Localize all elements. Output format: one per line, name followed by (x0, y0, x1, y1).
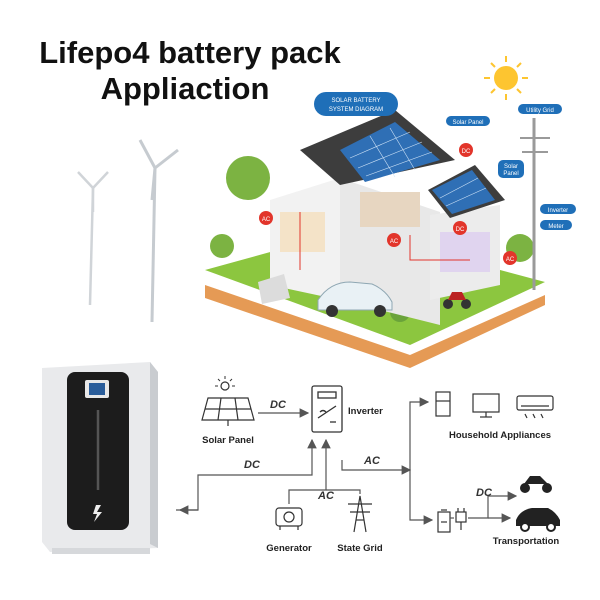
wind-turbine-icon (77, 171, 109, 306)
label-household-appliances: Household Appliances (449, 430, 551, 441)
callout-solar-panel: Solar Panel (446, 116, 490, 126)
air-conditioner-icon (516, 395, 554, 419)
solar-panel-icon (201, 376, 255, 426)
badge-line-2: SYSTEM DIAGRAM (329, 107, 383, 113)
diagram-badge: SOLAR BATTERY SYSTEM DIAGRAM (314, 92, 398, 116)
callout-meter: Meter (540, 220, 572, 230)
callout-utility-grid: Utility Grid (518, 104, 562, 114)
svg-text:Meter: Meter (548, 224, 563, 230)
car-icon (516, 508, 560, 532)
charging-plug-icon (455, 508, 467, 530)
lightning-logo-icon (93, 505, 102, 522)
callout-ac-right: AC (503, 251, 517, 265)
page-title-line-1: Lifepo4 battery pack (39, 35, 341, 70)
flow-label-dc-solar: DC (270, 399, 287, 411)
flow-lines (176, 397, 518, 525)
flow-label-ac-output: AC (363, 455, 381, 467)
battery-charge-icon (437, 509, 451, 533)
svg-text:Solar: Solar (504, 164, 518, 170)
svg-text:AC: AC (262, 217, 271, 223)
label-state-grid: State Grid (337, 543, 383, 554)
callout-solar-panel-2: Solar Panel (498, 160, 524, 178)
flow-label-dc-vehicles: DC (476, 487, 493, 499)
badge-line-1: SOLAR BATTERY (331, 98, 380, 104)
fridge-icon (435, 391, 451, 417)
tv-icon (472, 393, 500, 418)
svg-text:Inverter: Inverter (548, 208, 568, 214)
svg-text:Solar Panel: Solar Panel (452, 120, 483, 126)
inverter-icon (311, 385, 343, 433)
callout-ac-mid: AC (387, 233, 401, 247)
callout-dc: DC (459, 143, 473, 157)
motorcycle-icon (520, 476, 552, 493)
callout-dc-right: DC (453, 221, 467, 235)
wind-turbine-icon (138, 139, 179, 323)
flow-label-ac-generator: AC (317, 490, 335, 502)
page-title-line-2: Appliaction (100, 71, 270, 106)
label-solar-panel: Solar Panel (202, 435, 254, 446)
svg-text:AC: AC (390, 239, 399, 245)
svg-text:DC: DC (462, 149, 471, 155)
label-transportation: Transportation (493, 536, 560, 547)
svg-text:Utility Grid: Utility Grid (526, 108, 554, 114)
callout-ac-left: AC (259, 211, 273, 225)
power-tower-icon (348, 495, 372, 533)
svg-text:AC: AC (506, 257, 515, 263)
sun-icon (484, 56, 528, 100)
label-generator: Generator (266, 543, 312, 554)
svg-text:Panel: Panel (503, 171, 518, 177)
battery-pack-cabinet (42, 362, 158, 554)
callout-inverter: Inverter (540, 204, 576, 214)
generator-icon (275, 507, 303, 530)
label-inverter: Inverter (348, 406, 383, 417)
svg-text:DC: DC (456, 227, 465, 233)
house-illustration (205, 110, 550, 368)
flow-label-dc-battery: DC (244, 459, 261, 471)
